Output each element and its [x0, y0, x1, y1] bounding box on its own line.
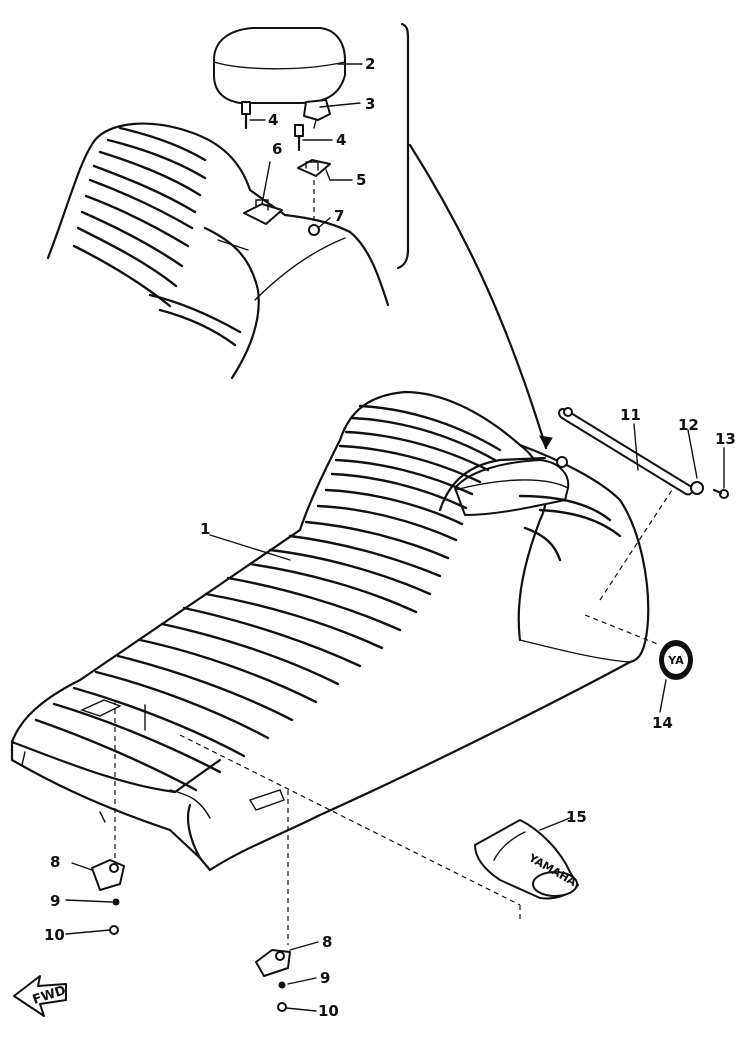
- part-8-bracket-left: [91, 859, 125, 891]
- label-4-upper: 4: [268, 111, 278, 129]
- label-9-left: 9: [50, 892, 60, 910]
- part-15-tool-bag: YAMAHA: [474, 819, 579, 900]
- part-10-nut-left: [109, 925, 119, 935]
- label-2: 2: [365, 55, 375, 73]
- part-6-clamp: [243, 203, 283, 225]
- part-13-screw: [712, 488, 729, 499]
- part-14-emblem: YA: [659, 640, 693, 680]
- part-9-washer-left: [112, 898, 120, 906]
- label-14: 14: [652, 714, 673, 732]
- label-15: 15: [566, 808, 587, 826]
- inset-ribs: [72, 126, 242, 347]
- label-11: 11: [620, 406, 641, 424]
- label-8-left: 8: [50, 853, 60, 871]
- inset-pointer: [408, 143, 548, 450]
- fwd-arrow: FWD: [13, 975, 68, 1017]
- label-6: 6: [272, 140, 282, 158]
- label-10-right: 10: [318, 1002, 339, 1020]
- part-4-bolt-upper: [241, 101, 251, 130]
- label-12: 12: [678, 416, 699, 434]
- seat-ribs: [34, 404, 622, 792]
- label-10-left: 10: [44, 926, 65, 944]
- label-8-right: 8: [322, 933, 332, 951]
- part-2-cushion: [213, 27, 346, 104]
- part-9-washer-right: [278, 981, 286, 989]
- label-13: 13: [715, 430, 736, 448]
- part-4-bolt-lower: [294, 124, 304, 152]
- label-7: 7: [334, 207, 344, 225]
- label-3: 3: [365, 95, 375, 113]
- label-9-right: 9: [320, 969, 330, 987]
- part-10-nut-right: [277, 1002, 287, 1012]
- part-12-collar: [690, 481, 704, 495]
- inset-bracket: [396, 22, 410, 270]
- svg-text:YA: YA: [667, 654, 684, 667]
- part-1-seat: [10, 390, 673, 872]
- label-5: 5: [356, 171, 366, 189]
- label-4-lower: 4: [336, 131, 346, 149]
- part-8-bracket-right: [255, 949, 291, 977]
- part-7-nut: [308, 224, 320, 236]
- label-1: 1: [200, 520, 210, 538]
- part-3-bracket: [303, 99, 331, 121]
- inset-detail: [46, 22, 553, 450]
